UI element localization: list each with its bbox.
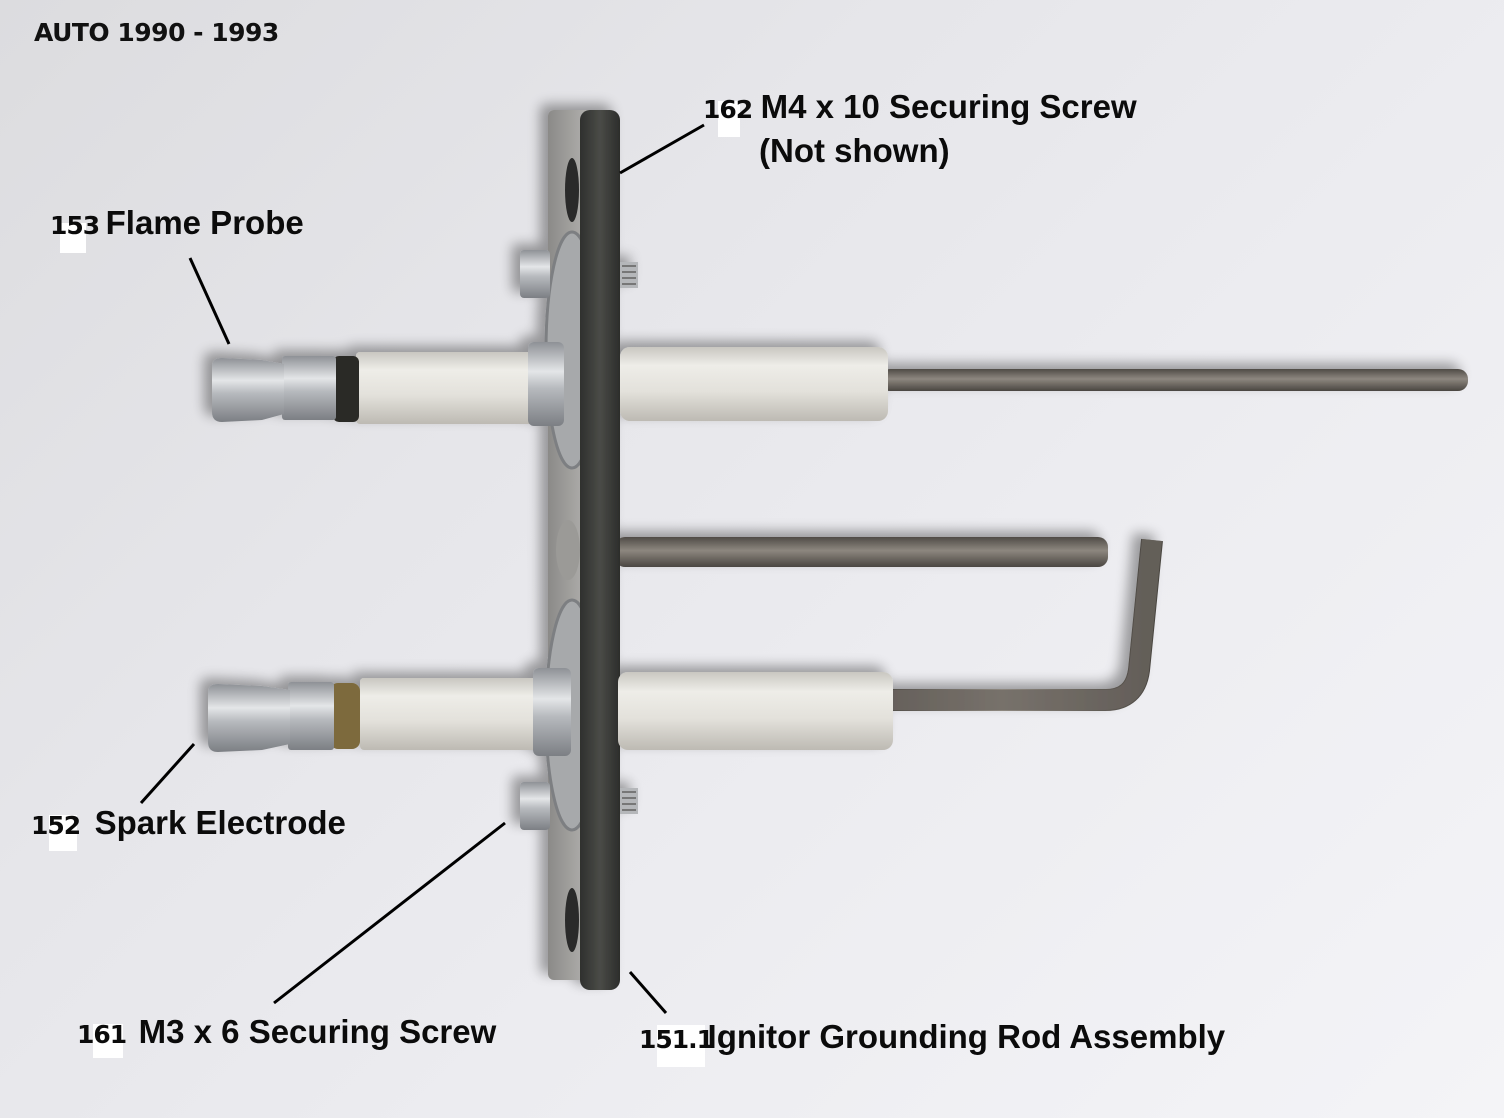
part-number-153: 153 xyxy=(50,211,100,253)
grounding-rod xyxy=(615,537,1108,567)
label-securing-screw-m3: 161 M3 x 6 Securing Screw xyxy=(77,1013,497,1058)
spark-electrode-ceramic-left xyxy=(360,678,540,750)
part-number-162: 162 xyxy=(703,95,753,137)
spark-electrode-connector xyxy=(208,684,290,752)
flame-probe-connector xyxy=(212,358,284,422)
leader-151-1 xyxy=(628,971,668,1014)
part-number-151-1: 151.1 xyxy=(639,1025,714,1067)
part-name-m4-screw: M4 x 10 Securing Screw xyxy=(760,88,1137,125)
part-number-161: 161 xyxy=(77,1020,127,1058)
flame-probe-ceramic-right xyxy=(620,347,888,421)
spark-electrode-ceramic-right xyxy=(618,672,893,750)
flame-probe-rod xyxy=(880,369,1468,391)
flame-probe-ring xyxy=(333,356,359,422)
label-ignitor-grounding-rod: 151.1 Ignitor Grounding Rod Assembly xyxy=(639,1018,1226,1067)
part-number-152: 152 xyxy=(31,811,81,851)
leader-162 xyxy=(619,123,705,175)
part-note-not-shown: (Not shown) xyxy=(759,132,950,169)
part-name-m3-screw: M3 x 6 Securing Screw xyxy=(138,1013,497,1050)
label-spark-electrode: 152 Spark Electrode xyxy=(31,804,346,851)
leader-161 xyxy=(273,821,506,1005)
model-year-title: AUTO 1990 - 1993 xyxy=(34,18,279,47)
part-name-flame-probe: Flame Probe xyxy=(105,204,304,241)
leader-153 xyxy=(188,257,231,345)
part-name-ignitor-grounding-rod: Ignitor Grounding Rod Assembly xyxy=(707,1018,1226,1055)
flame-probe-ceramic-left xyxy=(356,352,540,424)
label-flame-probe: 153 Flame Probe xyxy=(50,204,304,253)
label-securing-screw-m4: 162 M4 x 10 Securing Screw xyxy=(703,88,1137,137)
spark-electrode-ring xyxy=(330,683,360,749)
leader-152 xyxy=(139,742,196,805)
part-name-spark-electrode: Spark Electrode xyxy=(94,804,346,841)
bracket xyxy=(580,110,620,990)
